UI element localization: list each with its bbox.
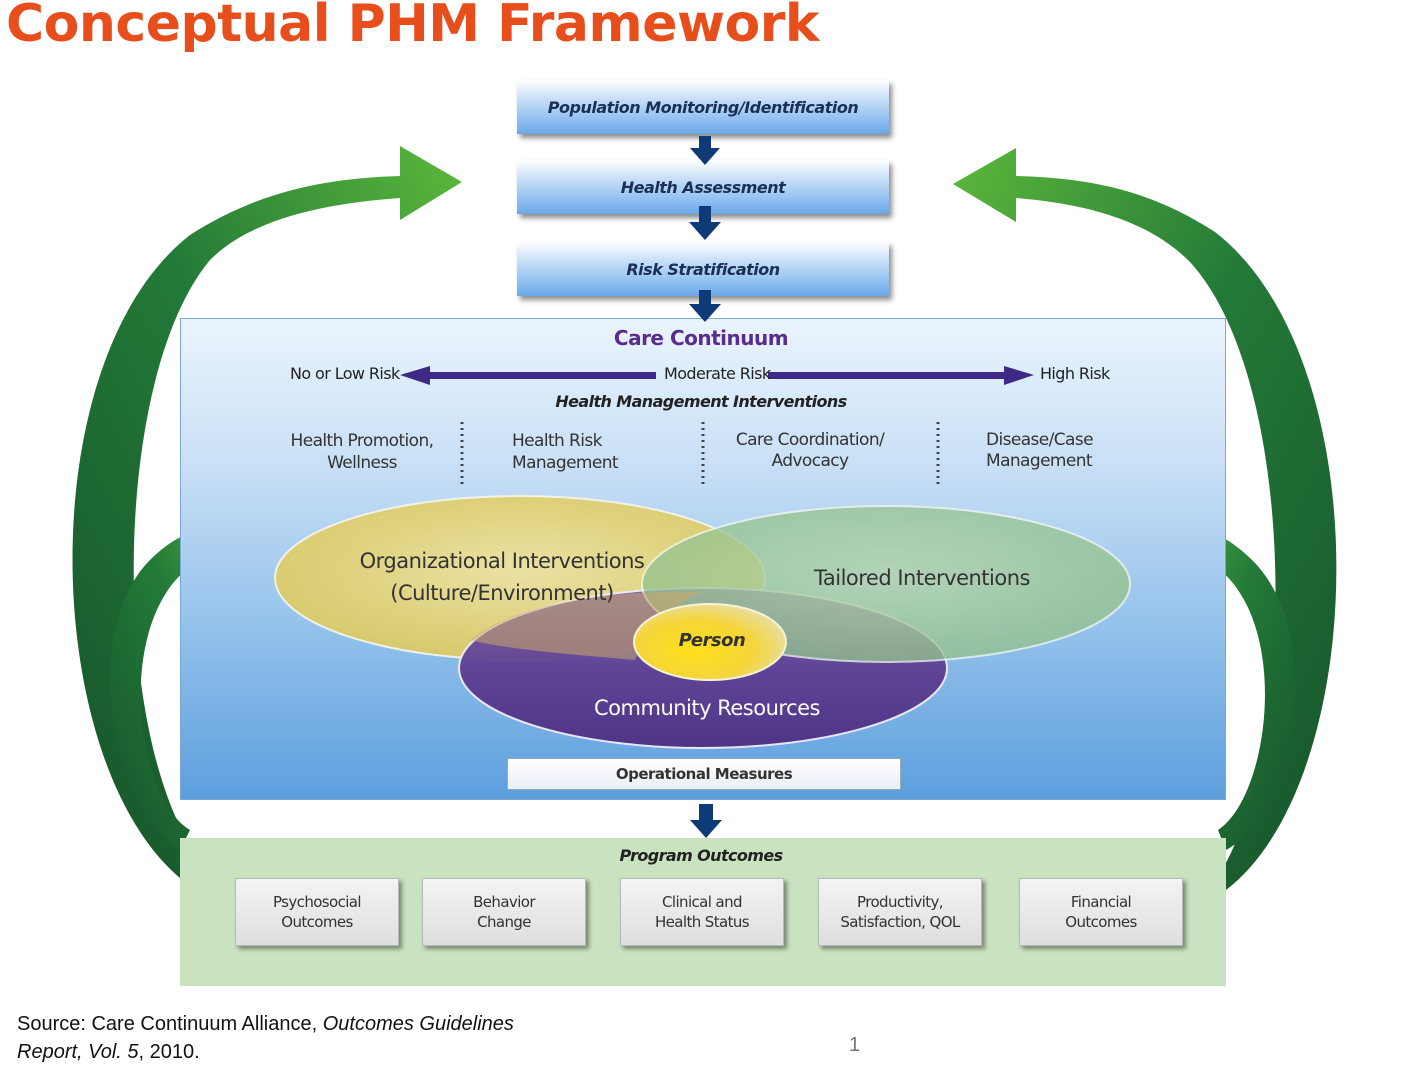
intervention-health-promotion: Health Promotion, Wellness <box>290 431 435 473</box>
outer-left-feedback-arrow <box>72 146 462 878</box>
intervention-disease-case-management: Disease/Case Management <box>986 430 1094 471</box>
source-suffix: , 2010. <box>138 1041 200 1063</box>
person-ellipse <box>633 603 787 681</box>
health-management-interventions-title: Health Management Interventions <box>555 392 847 411</box>
care-continuum-title: Care Continuum <box>613 326 789 350</box>
step-health-assessment: Health Assessment <box>517 160 889 214</box>
community-resources-label: Community Resources <box>594 696 820 720</box>
organizational-interventions-sublabel: (Culture/Environment) <box>390 581 614 605</box>
outer-right-feedback-arrow <box>953 148 1337 890</box>
source-title-line2: Report, Vol. 5 <box>17 1041 139 1063</box>
outcome-psychosocial: Psychosocial Outcomes <box>235 878 399 946</box>
step-population-monitoring: Population Monitoring/Identification <box>517 80 889 134</box>
page-title: Conceptual PHM Framework <box>6 0 819 54</box>
intervention-health-risk-management: Health Risk Management <box>512 431 619 473</box>
page-number: 1 <box>849 1034 861 1056</box>
risk-moderate-label: Moderate Risk <box>664 364 771 383</box>
down-arrow-3 <box>689 290 721 322</box>
down-arrow-1 <box>690 136 720 165</box>
inner-left-feedback-arrow <box>110 504 263 850</box>
source-citation: Source: Care Continuum Alliance, Outcome… <box>17 1010 514 1066</box>
risk-high-label: High Risk <box>1040 364 1110 383</box>
inner-right-feedback-arrow <box>1148 504 1296 850</box>
down-arrow-4 <box>690 804 722 838</box>
step-risk-stratification: Risk Stratification <box>517 242 889 296</box>
program-outcomes-title: Program Outcomes <box>619 846 783 865</box>
risk-arrow-left <box>400 366 656 385</box>
source-prefix: Source: Care Continuum Alliance, <box>17 1013 323 1035</box>
intervention-care-coordination: Care Coordination/ Advocacy <box>735 430 885 471</box>
outcome-behavior-change: Behavior Change <box>422 878 586 946</box>
outcome-productivity: Productivity, Satisfaction, QOL <box>818 878 982 946</box>
organizational-interventions-label: Organizational Interventions <box>359 549 645 573</box>
outcome-clinical-health-status: Clinical and Health Status <box>620 878 784 946</box>
down-arrow-2 <box>689 206 721 240</box>
risk-low-label: No or Low Risk <box>290 364 400 383</box>
operational-measures-box: Operational Measures <box>507 758 901 790</box>
person-label: Person <box>678 630 746 651</box>
risk-arrow-right <box>768 366 1034 385</box>
outcome-financial: Financial Outcomes <box>1019 878 1183 946</box>
source-title-line1: Outcomes Guidelines <box>322 1013 514 1035</box>
tailored-interventions-label: Tailored Interventions <box>814 566 1030 590</box>
